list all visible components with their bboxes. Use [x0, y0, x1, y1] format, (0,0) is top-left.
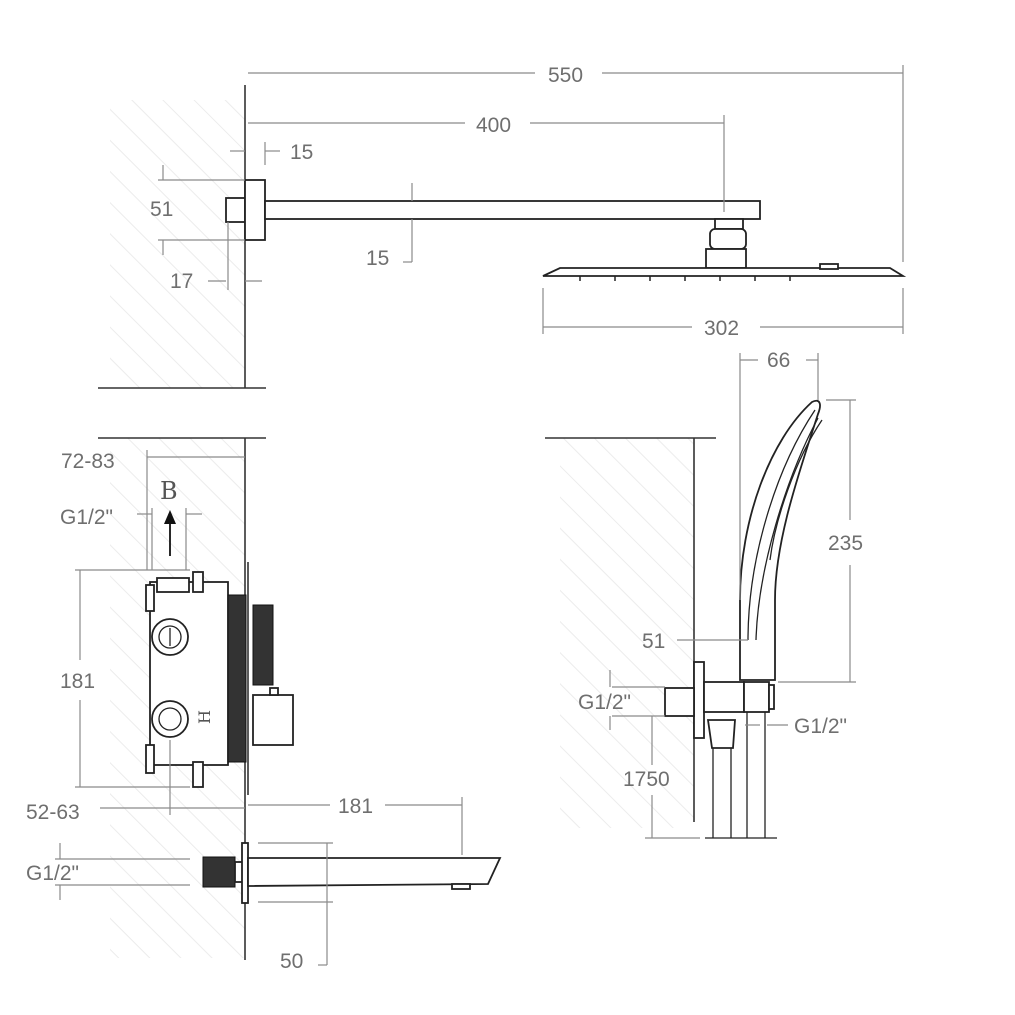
label-inlet-left: G1/2": [578, 691, 631, 714]
label-outlet-b: B: [160, 477, 178, 505]
label-flange-height: 51: [150, 198, 173, 221]
valve-mark-h: H: [195, 710, 214, 724]
label-valve-depth: 72-83: [61, 450, 115, 473]
label-head-width: 302: [704, 317, 739, 340]
label-inlet-right: G1/2": [794, 715, 847, 738]
wall-upper: [98, 85, 266, 389]
label-hose-length: 1750: [623, 768, 670, 791]
label-holder-depth: 51: [642, 630, 665, 653]
label-arm-thickness: 15: [366, 247, 389, 270]
bath-spout: [202, 842, 502, 904]
mixing-valve: [145, 562, 294, 795]
label-handshower-width: 66: [767, 349, 790, 372]
label-valve-inlet-depth: 52-63: [26, 801, 80, 824]
label-overall-width: 550: [548, 64, 583, 87]
label-valve-height: 181: [60, 670, 95, 693]
wall-right: [545, 437, 716, 828]
hand-shower: [664, 399, 823, 839]
label-wall-offset: 17: [170, 270, 193, 293]
dimension-lines-hand-shower: [609, 353, 856, 839]
shower-arm: [225, 179, 761, 269]
label-spout-inlet: G1/2": [26, 862, 79, 885]
dimension-labels: 550 400 15 51 17 15 302 66 235 51 G1/2" …: [26, 64, 863, 973]
label-arm-length: 400: [476, 114, 511, 137]
label-handshower-length: 235: [828, 532, 863, 555]
label-spout-height: 50: [280, 950, 303, 973]
label-spout-length: 181: [338, 795, 373, 818]
shower-head: [542, 263, 907, 281]
dimension-lines-valve: [55, 450, 463, 966]
label-flange-depth: 15: [290, 141, 313, 164]
dimension-lines-top: [158, 65, 904, 334]
label-valve-outlet: G1/2": [60, 506, 113, 529]
